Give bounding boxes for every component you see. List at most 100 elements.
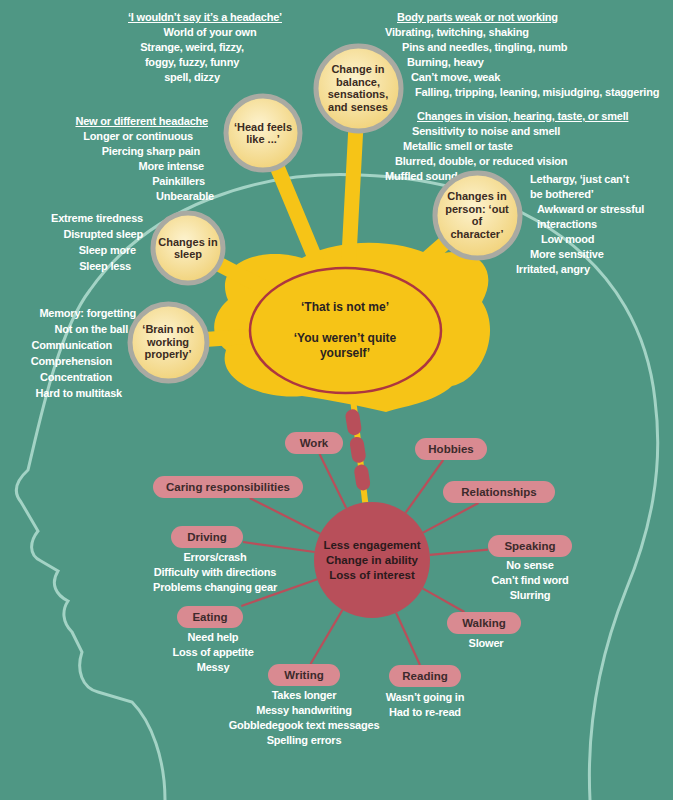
node-label: Loss of interest [329, 568, 415, 583]
node-text: Change in balance, sensations, and sense… [325, 63, 391, 113]
node-outline [435, 173, 520, 258]
list-item: Loss of appetite [172, 645, 253, 660]
connector [243, 542, 315, 552]
list-item: Awkward or stressful interactions [537, 202, 655, 232]
connector-stroke [423, 588, 465, 612]
node-label: Hobbies [428, 442, 473, 456]
connector-stroke [320, 454, 347, 508]
theme-bubble: Change in balance, sensations, and sense… [313, 43, 404, 134]
connector-stroke [243, 542, 315, 552]
list-item: Communication [31, 337, 112, 353]
node-shape [248, 266, 443, 395]
node-label: Relationships [461, 485, 536, 499]
list-item: Takes longer [272, 688, 337, 703]
connector-stroke [353, 416, 366, 496]
list-item: Piercing sharp pain [102, 144, 200, 159]
node-outline [447, 612, 521, 634]
list-item: Problems changing gear [153, 580, 277, 595]
node-outline [314, 502, 430, 618]
list-item: Not on the ball [55, 321, 128, 337]
node-outline [443, 481, 555, 503]
connector [320, 454, 347, 508]
connector-stroke [353, 394, 366, 502]
node-outline [171, 526, 243, 548]
node-label: Walking [462, 616, 506, 630]
list-item: Pins and needles, tingling, numb [402, 40, 567, 55]
list-item: World of your own [164, 25, 257, 40]
node-text: Less engagementChange in abilityLoss of … [323, 538, 420, 583]
node-label: Caring responsibilities [166, 480, 290, 494]
text-list: Lethargy, ‘just can’t be bothered’Awkwar… [528, 172, 667, 277]
connector-stroke [278, 169, 319, 268]
list-item: Errors/crash [183, 550, 246, 565]
node-label: ‘Head feels like ...’ [232, 121, 294, 146]
list-item: Slurring [510, 588, 551, 603]
node-outline [153, 213, 223, 283]
node-text: Changes in sleep [158, 236, 218, 261]
connector [221, 265, 269, 290]
connector [250, 498, 321, 534]
impact-circle: Less engagementChange in abilityLoss of … [314, 502, 430, 618]
list-item: Longer or continuous [83, 129, 193, 144]
list-item: Strange, weird, fizzy, foggy, fuzzy, fun… [136, 40, 248, 85]
text-list: ‘I wouldn’t say it’s a headache’World of… [95, 10, 315, 85]
list-item: Low mood [541, 232, 594, 247]
list-item: No sense [506, 558, 553, 573]
node-text: ‘Brain not working properly’ [136, 323, 200, 361]
list-heading: ‘I wouldn’t say it’s a headache’ [128, 10, 282, 25]
activity-pill: Hobbies [415, 438, 487, 460]
theme-bubble: Changes in person: ‘out of character’Let… [432, 170, 523, 261]
connector [430, 550, 488, 555]
connector-stroke [349, 132, 356, 265]
activity-pill: Caring responsibilities [153, 476, 303, 498]
node-outline [130, 304, 207, 381]
connector [349, 132, 356, 265]
list-item: Memory: forgetting [39, 305, 136, 321]
list-item: Gobbledegook text messages [229, 718, 380, 733]
list-item: Sleep more [79, 242, 136, 258]
connector [208, 337, 248, 340]
text-list: Memory: forgettingNot on the ballCommuni… [0, 305, 136, 401]
list-item: Lethargy, ‘just can’t be bothered’ [530, 172, 642, 202]
activity-pill: WritingTakes longerMessy handwritingGobb… [268, 664, 340, 686]
node-text: Walking [462, 616, 506, 630]
node-text: Writing [284, 668, 323, 682]
node-label: Change in ability [326, 553, 418, 568]
list-item: Hard to multitask [36, 385, 122, 401]
list-item: Falling, tripping, leaning, misjudging, … [415, 85, 659, 100]
text-list: New or different headacheLonger or conti… [14, 114, 214, 204]
list-item: Sleep less [79, 258, 131, 274]
node-outline [268, 664, 340, 686]
list-item: More sensitive [530, 247, 604, 262]
node-label: Speaking [504, 539, 555, 553]
connector-stroke [406, 460, 444, 513]
head-profile [16, 175, 657, 800]
text-list: Takes longerMessy handwritingGobbledegoo… [209, 688, 399, 748]
connector-stroke [430, 550, 488, 555]
list-item: Burning, heavy [407, 55, 484, 70]
connector-stroke [423, 503, 478, 533]
node-text: Caring responsibilities [166, 480, 290, 494]
node-outline [488, 535, 572, 557]
activity-pill: Work [285, 432, 343, 454]
connector-stroke [208, 337, 248, 340]
node-label: Change in balance, sensations, and sense… [325, 63, 391, 113]
node-label: Changes in person: ‘out of character’ [444, 190, 510, 240]
yellow-blob [214, 243, 490, 412]
list-item: Spelling errors [267, 733, 342, 748]
activity-pill: WalkingSlower [447, 612, 521, 634]
text-list: Body parts weak or not workingVibrating,… [380, 10, 667, 184]
node-text: Changes in person: ‘out of character’ [444, 190, 510, 240]
list-item: Can’t move, weak [411, 70, 500, 85]
list-item: More intense [139, 159, 204, 174]
list-item: Concentration [40, 369, 112, 385]
node-text: Driving [187, 530, 227, 544]
node-outline [316, 46, 401, 131]
theme-bubble: ‘Head feels like ...’‘I wouldn’t say it’… [223, 93, 303, 173]
node-label: Changes in sleep [158, 236, 218, 261]
node-text: ‘That is not me’‘You weren’t quite yours… [275, 300, 415, 361]
text-list: Errors/crashDifficulty with directionsPr… [115, 550, 315, 595]
list-item: Had to re-read [389, 705, 461, 720]
activity-pill: SpeakingNo senseCan’t find wordSlurring [488, 535, 572, 557]
list-heading: New or different headache [75, 114, 208, 129]
